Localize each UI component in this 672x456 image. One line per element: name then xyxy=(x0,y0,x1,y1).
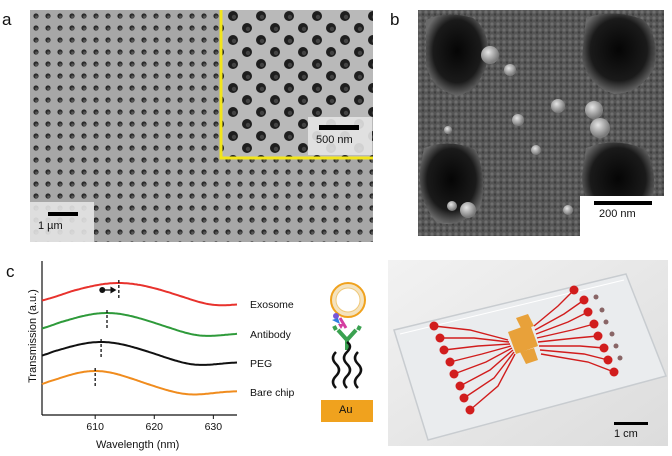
left-contact-pads xyxy=(429,321,475,415)
sem-image-exosomes: 200 nm xyxy=(418,10,664,236)
sem-nanohole-svg xyxy=(30,10,373,242)
panel-label-c: c xyxy=(6,262,15,281)
chip-photo-svg xyxy=(388,260,668,446)
gold-substrate xyxy=(321,400,373,422)
x-tick-label: 630 xyxy=(205,421,223,433)
antibody-icon xyxy=(336,328,358,350)
schematic-svg xyxy=(321,282,373,422)
left-electrodes xyxy=(433,325,516,411)
x-tick-label: 620 xyxy=(146,421,164,433)
panel-label-b: b xyxy=(390,10,400,29)
transmission-chart-svg: 610 620 630 Bare chip PEG Antibody Exosome xyxy=(41,261,295,433)
surface-functionalization-schematic: Au xyxy=(310,278,375,428)
series-line-exosome xyxy=(41,282,238,307)
series-line-peg xyxy=(41,341,238,366)
series-label-bare-chip: Bare chip xyxy=(250,387,295,399)
inset-scalebar-label-500: 500 nm xyxy=(316,134,353,146)
chip-photo: 1 cm xyxy=(388,260,668,446)
series-label-antibody: Antibody xyxy=(250,329,292,341)
series-label-exosome: Exosome xyxy=(250,299,294,311)
sem-exosome-svg xyxy=(418,10,664,236)
series-line-bare-chip xyxy=(41,370,238,396)
panel-label-a: a xyxy=(2,10,12,29)
b-scalebar-label: 200 nm xyxy=(599,208,636,220)
series-label-peg: PEG xyxy=(250,358,272,370)
main-scalebar-bar xyxy=(48,212,78,216)
y-axis-label: Transmission (a.u.) xyxy=(27,289,39,383)
inset-scalebar-bar xyxy=(319,125,359,130)
right-contact-pads xyxy=(569,285,619,377)
peg-chain-icon xyxy=(331,351,341,389)
x-tick-label: 610 xyxy=(86,421,104,433)
inset-scalebar-bg xyxy=(308,117,372,155)
right-electrodes xyxy=(533,289,615,373)
gold-substrate-label: Au xyxy=(339,404,353,416)
shift-arrow-head xyxy=(110,286,117,294)
gold-pattern xyxy=(508,324,538,354)
main-scalebar-bg xyxy=(30,202,94,242)
transmission-chart: 610 620 630 Bare chip PEG Antibody Exosome Tra… xyxy=(0,255,300,455)
sem-image-nanohole-array: 1 µm 500 nm xyxy=(30,10,373,242)
marker-protein-icon xyxy=(333,313,339,319)
d-scalebar-label: 1 cm xyxy=(614,428,638,440)
x-axis-label: Wavelength (nm) xyxy=(96,439,180,451)
d-scalebar-bar xyxy=(614,422,648,425)
inset-border xyxy=(219,10,373,160)
b-scalebar-bar xyxy=(594,201,652,205)
series-line-antibody xyxy=(41,312,238,337)
inset-scalebar-label: 1 µm xyxy=(38,220,63,232)
